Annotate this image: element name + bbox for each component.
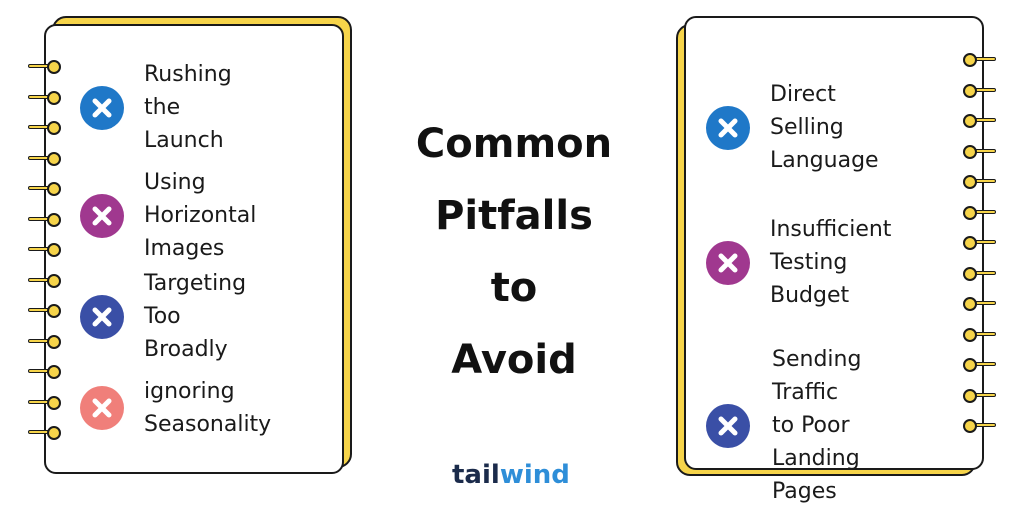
binding-ring (963, 419, 996, 433)
binding-ring (28, 121, 61, 135)
x-circle-icon (706, 403, 750, 448)
binding-ring (963, 53, 996, 67)
pitfall-label: Rushing the Launch (144, 62, 232, 153)
binding-ring (28, 90, 61, 105)
binding-ring (28, 273, 61, 288)
binding-ring (963, 266, 996, 281)
binding-ring (963, 114, 996, 128)
x-circle-icon (80, 294, 124, 339)
binding-ring (963, 175, 996, 189)
pitfall-label: Using Horizontal Images (144, 170, 257, 261)
pitfall-item: Rushing the Launch (80, 58, 232, 157)
pitfall-item: Targeting Too Broadly (80, 267, 246, 366)
binding-ring (963, 144, 996, 159)
binding-ring (963, 388, 996, 403)
binding-ring (28, 365, 61, 379)
title-line: Pitfalls (435, 193, 593, 239)
binding-ring (28, 60, 61, 74)
logo-text-part: tail (452, 460, 500, 490)
x-circle-icon (80, 85, 124, 130)
binding-ring (28, 212, 61, 227)
pitfall-item: Using Horizontal Images (80, 166, 256, 265)
binding-ring (28, 182, 61, 196)
binding-ring (28, 151, 61, 166)
binding-ring (28, 334, 61, 349)
x-circle-icon (706, 240, 750, 285)
logo-text-accent: wind (499, 460, 570, 490)
pitfall-label: Insufficient Testing Budget (770, 217, 892, 308)
binding-ring (963, 205, 996, 220)
title-line: Common (415, 121, 613, 167)
x-circle-icon (706, 105, 750, 150)
page-title: Common Pitfalls to Avoid (400, 108, 628, 396)
binding-ring (28, 426, 61, 440)
binding-ring (963, 327, 996, 342)
binding-ring (28, 395, 61, 410)
x-circle-icon (80, 193, 124, 238)
binding-ring (963, 358, 996, 372)
binding-ring (28, 243, 61, 257)
pitfall-item: Insufficient Testing Budget (706, 213, 891, 312)
x-circle-icon (80, 386, 124, 430)
pitfall-label: Targeting Too Broadly (144, 271, 247, 362)
pitfall-item: Direct Selling Language (706, 78, 879, 177)
binding-ring (963, 236, 996, 250)
pitfall-label: Sending Traffic to Poor Landing Pages (772, 347, 862, 504)
binding-ring (28, 304, 61, 318)
pitfall-label: ignoring Seasonality (144, 379, 272, 437)
binding-ring (963, 297, 996, 311)
binding-ring (963, 83, 996, 98)
title-line: to (490, 265, 538, 311)
tailwind-logo: tailwind (452, 460, 570, 490)
pitfall-item: ignoring Seasonality (80, 375, 271, 441)
pitfall-label: Direct Selling Language (770, 82, 879, 173)
pitfall-item: Sending Traffic to Poor Landing Pages (706, 343, 861, 508)
title-line: Avoid (451, 337, 577, 383)
